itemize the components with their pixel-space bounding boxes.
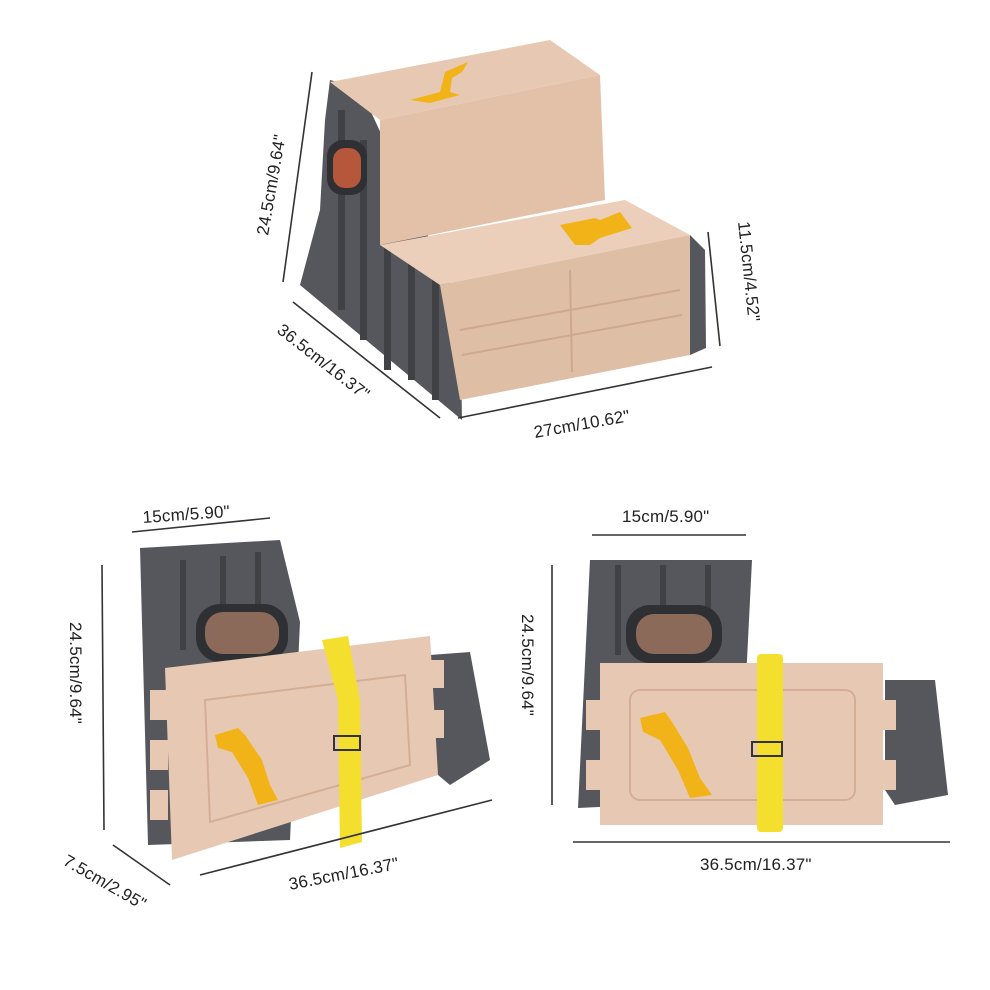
upper-step-front bbox=[380, 75, 605, 245]
two-step-stool bbox=[300, 40, 706, 420]
lower-step-giraffe-logo bbox=[560, 212, 632, 245]
stool-side-ribs bbox=[338, 110, 439, 400]
left-dimension-lines bbox=[101, 517, 493, 886]
left-panel-tabs bbox=[150, 660, 444, 820]
right-dimension-lines bbox=[551, 534, 950, 843]
right-side-block bbox=[885, 680, 948, 805]
left-strap bbox=[322, 636, 362, 848]
left-side-block bbox=[430, 652, 490, 785]
lower-step-front bbox=[440, 235, 690, 400]
top-step-height-label: 11.5cm/4.52" bbox=[734, 220, 763, 322]
lower-step-right-frame bbox=[690, 235, 706, 355]
left-giraffe-logo bbox=[215, 728, 278, 805]
right-length-label: 36.5cm/16.37" bbox=[700, 855, 812, 874]
upper-step-top bbox=[330, 40, 600, 120]
folded-stool-right bbox=[578, 560, 948, 832]
left-grey-ribs bbox=[180, 552, 261, 650]
right-height-label: 24.5cm/9.64" bbox=[518, 614, 537, 716]
right-thickness-label: 15cm/5.90" bbox=[622, 507, 709, 526]
folded-stool-left bbox=[140, 540, 490, 860]
left-height-label: 24.5cm/9.64" bbox=[66, 622, 85, 724]
top-height-label: 24.5cm/9.64" bbox=[253, 133, 289, 237]
left-beige-panel bbox=[165, 636, 438, 860]
right-panel-tabs bbox=[586, 700, 896, 790]
lower-step-grooves bbox=[459, 269, 683, 373]
top-dimension-lines bbox=[282, 71, 721, 419]
right-giraffe-logo bbox=[640, 712, 712, 798]
left-length-label: 36.5cm/16.37" bbox=[287, 854, 400, 894]
top-width-label: 27cm/10.62" bbox=[532, 406, 631, 442]
upper-step-giraffe-logo bbox=[410, 62, 468, 103]
